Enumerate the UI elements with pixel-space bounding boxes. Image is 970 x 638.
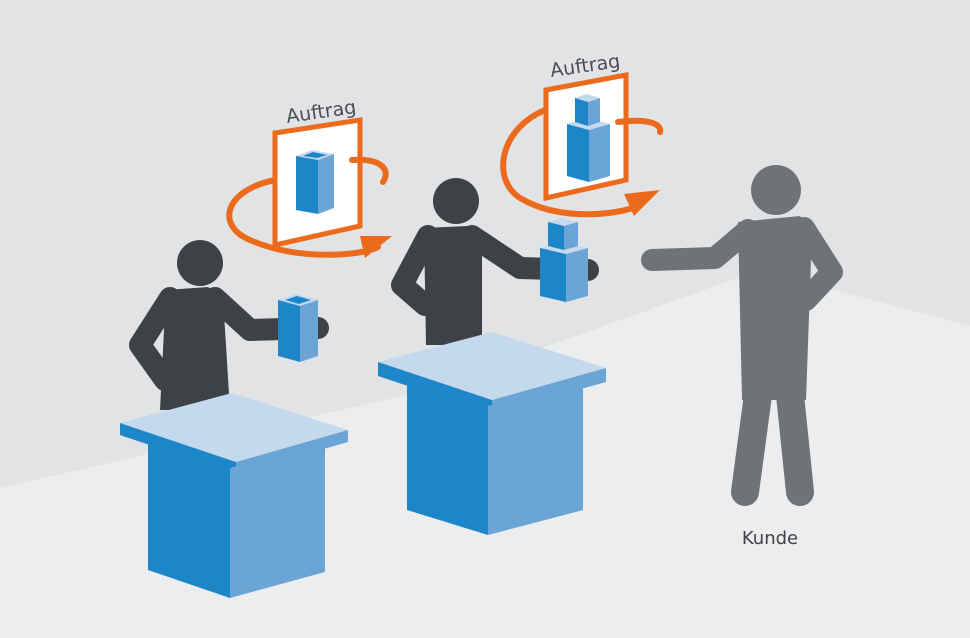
order-cycle-left: Auftrag: [226, 96, 392, 258]
customer-figure-icon: [641, 165, 843, 506]
circular-arrow-icon: [226, 177, 381, 258]
circular-arrow-icon: [500, 107, 643, 218]
workbench-left: [120, 393, 348, 598]
held-part-middle: [540, 218, 588, 302]
held-part-left: [278, 294, 318, 362]
workbench-middle: [378, 332, 606, 535]
worker-left-figure-icon: [129, 240, 329, 410]
order-cycle-middle: Auftrag: [500, 50, 664, 218]
arrow-head-icon: [360, 236, 392, 258]
customer-label: Kunde: [742, 528, 798, 549]
arrow-head-icon: [624, 190, 660, 216]
